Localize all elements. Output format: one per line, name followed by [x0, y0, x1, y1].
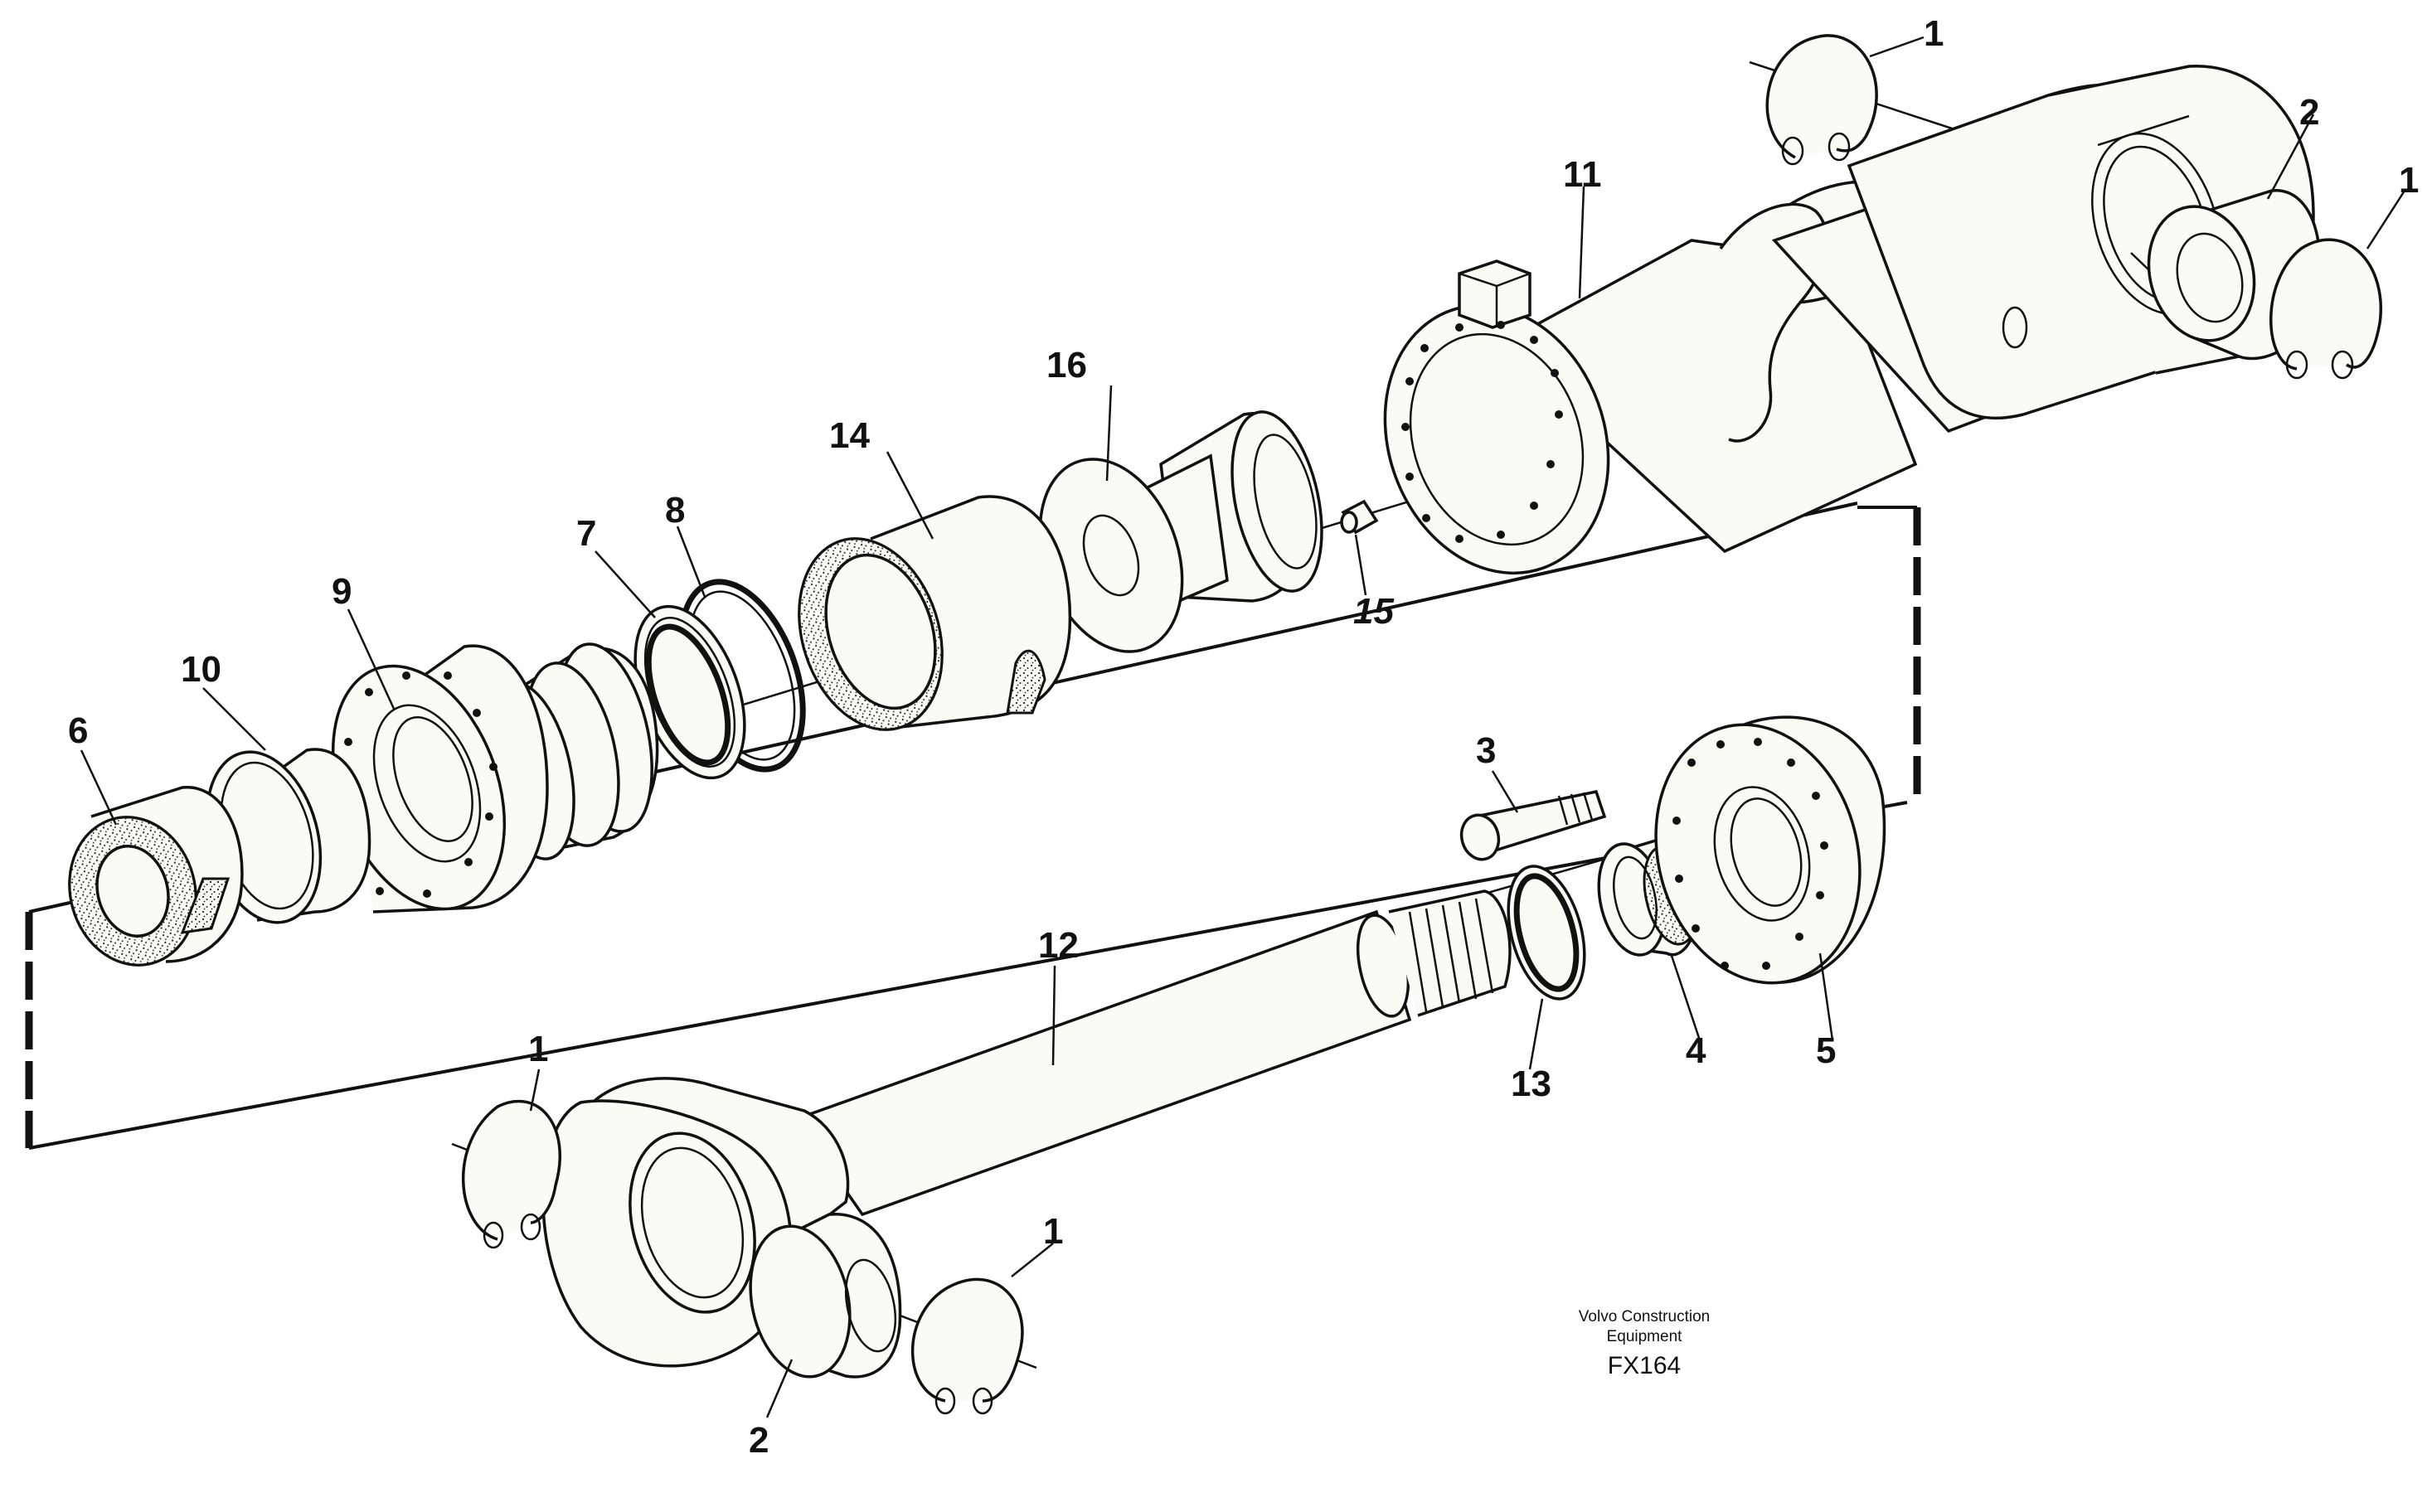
caption-line-1: Volvo Construction: [1579, 1308, 1710, 1325]
callout-15: 15: [1353, 591, 1394, 632]
wiper-6: [68, 786, 244, 967]
callout-1-right: 1: [2399, 160, 2419, 201]
callout-1-top: 1: [1924, 13, 1944, 54]
tube-bolt-holes: [1401, 321, 1563, 543]
rod-eye: [541, 1077, 850, 1368]
circlip-top-left: [1765, 34, 1878, 166]
circlip-top-right: [2269, 238, 2382, 380]
figure-caption: Volvo Construction Equipment FX164: [1579, 1308, 1710, 1379]
callout-16: 16: [1046, 345, 1087, 385]
callout-14: 14: [829, 415, 870, 456]
caption-line-2: Equipment: [1607, 1328, 1683, 1345]
set-screw: [1340, 499, 1379, 535]
callout-5: 5: [1816, 1030, 1836, 1071]
cylinder-head: [331, 642, 659, 914]
piston-rod: [794, 889, 1512, 1217]
seal-ring-13: [1507, 865, 1586, 1001]
bushing-bottom: [749, 1213, 902, 1379]
callout-7: 7: [576, 513, 596, 554]
callout-6: 6: [68, 710, 88, 751]
callout-3: 3: [1476, 730, 1496, 771]
flange-5: [1654, 715, 1886, 985]
callout-4: 4: [1686, 1030, 1706, 1071]
callout-12: 12: [1038, 925, 1079, 966]
callout-11: 11: [1563, 154, 1602, 195]
head-bolt-holes: [340, 671, 498, 898]
callout-9: 9: [332, 571, 352, 612]
callout-10: 10: [181, 649, 221, 690]
circlip-bottom-left: [462, 1099, 561, 1249]
piston: [798, 495, 1072, 731]
bolt-3: [1459, 789, 1607, 861]
circlip-bottom-right: [910, 1277, 1024, 1415]
leader-lines: [80, 36, 2406, 1418]
callout-1-bottom-right: 1: [1043, 1211, 1063, 1252]
callout-8: 8: [665, 490, 685, 531]
wear-ring-7: [633, 604, 746, 780]
callout-labels: 1 1 1 1 2 2 3 4 5 6 7 8 9 10 11 12 13 14…: [68, 13, 2419, 1461]
callout-2-bottom: 2: [749, 1420, 769, 1461]
caption-code: FX164: [1608, 1352, 1681, 1379]
rod-end-shaft: [1143, 410, 1323, 608]
callout-13: 13: [1511, 1064, 1551, 1104]
callout-2-top: 2: [2299, 92, 2319, 133]
flange-bolt-holes: [1672, 738, 1828, 970]
callout-1-bottom-left: 1: [528, 1029, 548, 1069]
